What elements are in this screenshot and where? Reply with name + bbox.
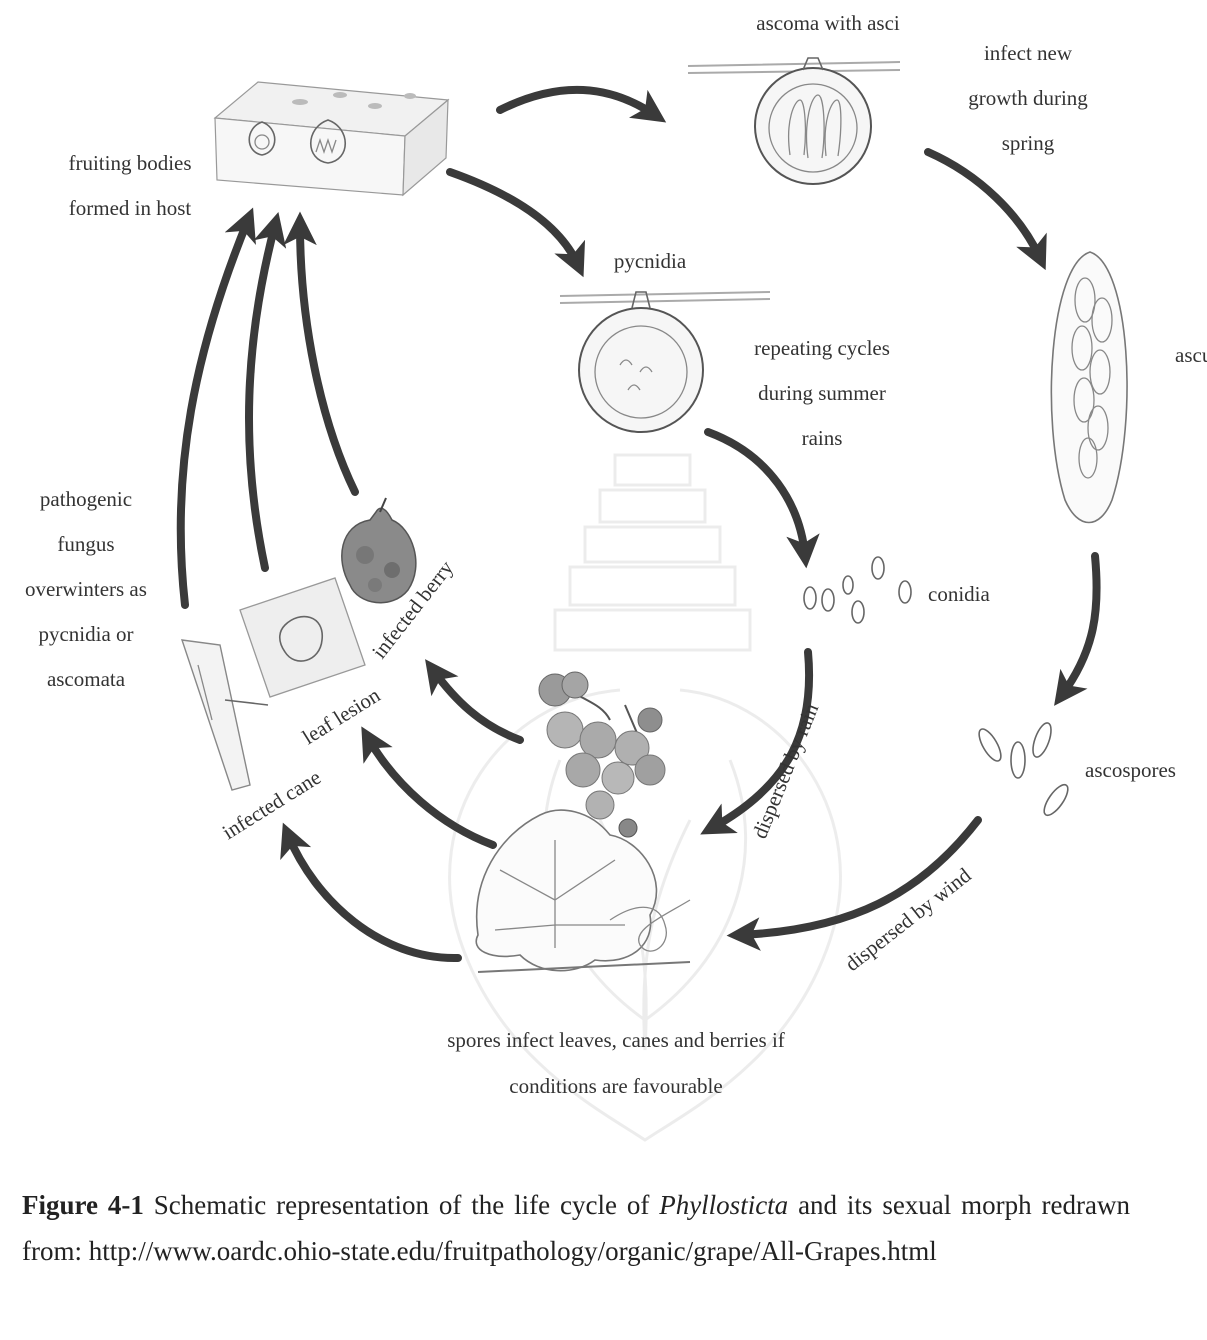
label-fruiting-1: fruiting bodies [68,151,191,175]
cycle-arrows [176,85,1101,963]
label-ascus: ascus [1175,343,1207,367]
label-infect-new-2: growth during [968,86,1088,110]
label-pathogenic-1: pathogenic [40,487,132,511]
infected-berry-illustration [341,497,417,604]
label-infect-new-1: infect new [984,41,1073,65]
figure-caption: Figure 4-1 Schematic representation of t… [22,1182,1130,1274]
label-pathogenic-2: fungus [57,532,114,556]
fruiting-bodies-illustration [213,81,450,197]
label-fruiting-2: formed in host [69,196,192,220]
label-repeating-1: repeating cycles [754,336,890,360]
label-infect-new-3: spring [1002,131,1055,155]
label-repeating-2: during summer [758,381,886,405]
ascospores-illustration [978,722,1069,817]
label-spores-1: spores infect leaves, canes and berries … [447,1028,785,1052]
label-spores-2: conditions are favourable [509,1074,722,1098]
label-pathogenic-3: overwinters as [25,577,147,601]
label-ascoma: ascoma with asci [756,11,900,35]
grape-leaf-illustration [475,809,691,973]
life-cycle-diagram: ascoma with asci infect new growth durin… [25,11,1207,1142]
leaf-lesion-illustration [239,577,366,698]
pycnidia-illustration [559,291,771,433]
label-pathogenic-4: pycnidia or [38,622,133,646]
ascus-illustration [1050,251,1128,524]
infected-cane-illustration [180,639,269,791]
ascoma-illustration [687,57,901,185]
conidia-illustration [803,556,912,624]
caption-text-2: and its sexual morph redrawn from: http:… [22,1190,1130,1266]
label-dispersed-rain: dispersed by rain [747,699,823,841]
label-ascospores: ascospores [1085,758,1176,782]
label-conidia: conidia [928,582,990,606]
label-dispersed-wind: dispersed by wind [840,863,976,976]
label-repeating-3: rains [802,426,843,450]
label-pycnidia: pycnidia [614,249,687,273]
caption-text-1: Schematic representation of the life cyc… [143,1190,660,1220]
caption-label: Figure 4-1 [22,1190,144,1220]
caption-genus: Phyllosticta [659,1190,789,1220]
label-pathogenic-5: ascomata [47,667,126,691]
